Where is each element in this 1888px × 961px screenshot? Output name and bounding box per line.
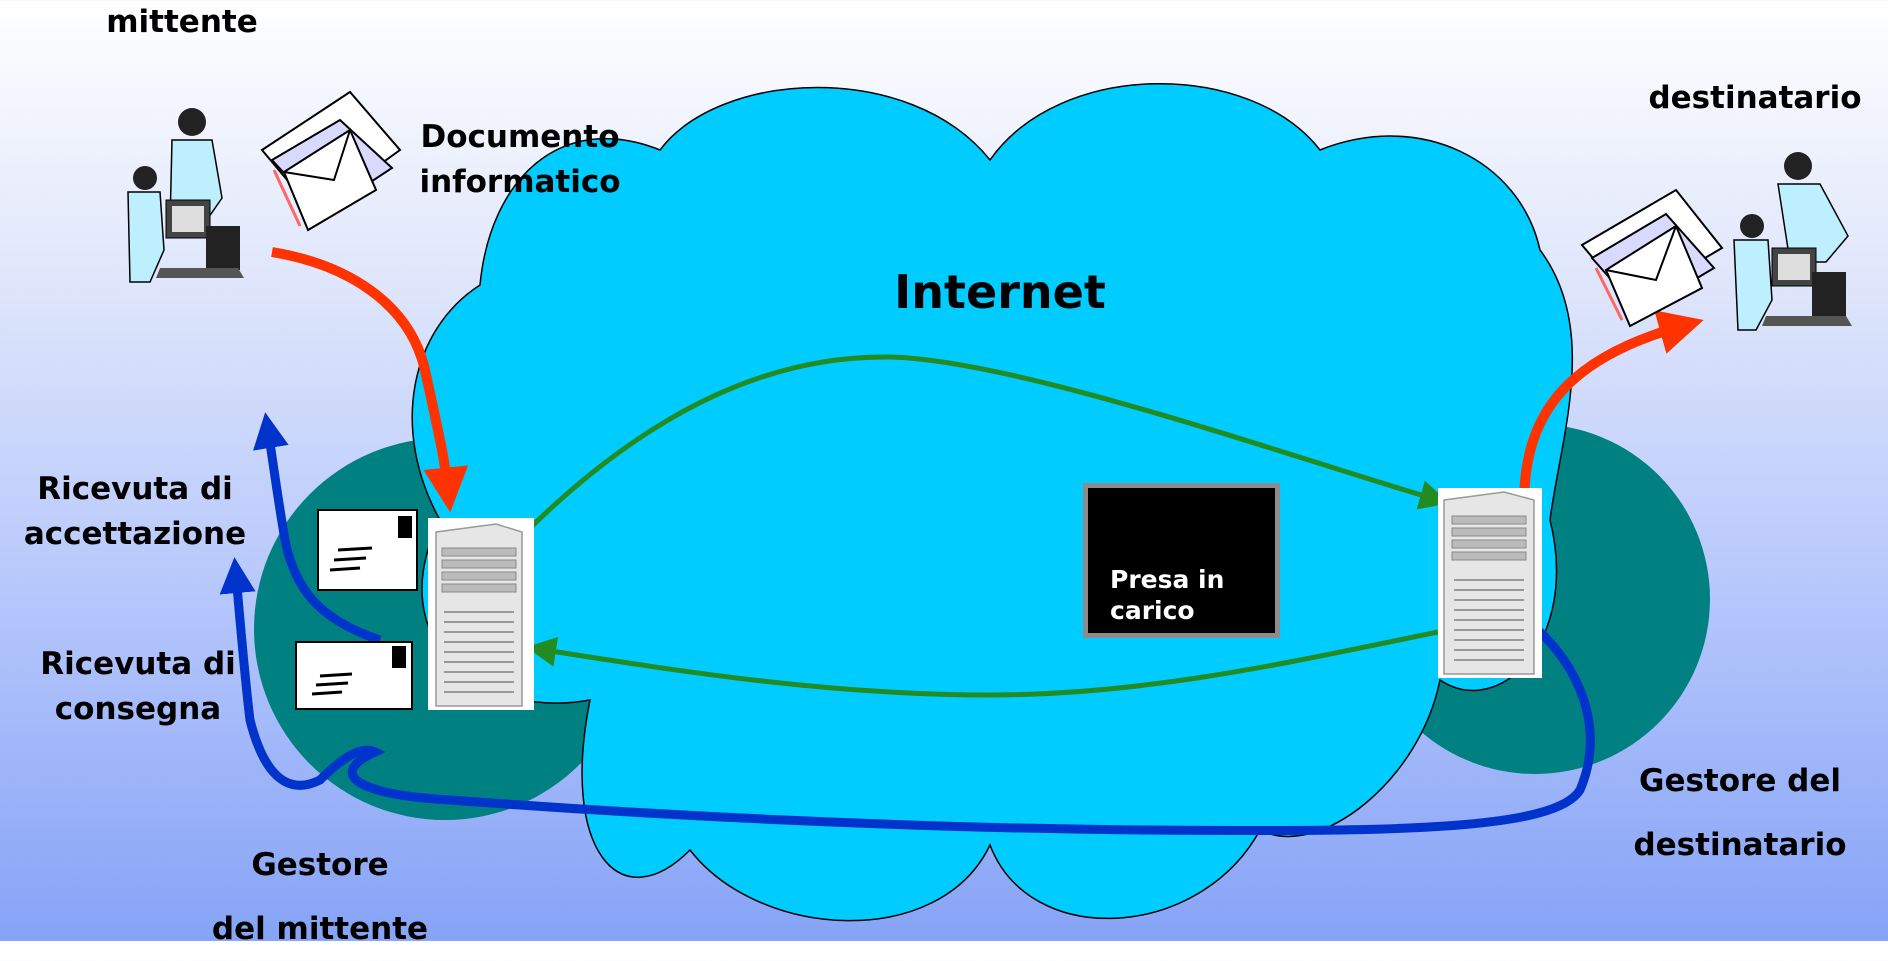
sender-provider-line1: Gestore [251, 847, 389, 883]
recipient-people-icon [1733, 152, 1852, 331]
acceptance-envelope-icon [317, 509, 418, 591]
taken-in-charge-line2: carico [1110, 596, 1195, 625]
sender-label: mittente [106, 4, 258, 40]
recipient-label: destinatario [1648, 80, 1862, 116]
recipient-provider-line1: Gestore del [1639, 763, 1841, 799]
delivery-receipt-label: Ricevuta di consegna [18, 642, 258, 732]
sender-letters-icon [260, 90, 402, 232]
recipient-provider-line2: destinatario [1633, 827, 1847, 863]
delivery-receipt-line1: Ricevuta di [40, 646, 236, 682]
recipient-letters-icon [1580, 188, 1724, 328]
arrow-taken-in-charge [526, 629, 1439, 698]
taken-in-charge-line1: Presa in [1110, 565, 1225, 594]
arrow-delivery-receipt [219, 557, 1595, 836]
acceptance-receipt-line2: accettazione [23, 516, 247, 552]
acceptance-receipt-label: Ricevuta di accettazione [0, 467, 270, 557]
sender-provider-label: Gestore del mittente [180, 833, 460, 961]
document-label-line2: informatico [419, 164, 621, 200]
arrow-transfer-to-recipient-provider [526, 354, 1450, 532]
recipient-server-icon [1438, 488, 1542, 678]
recipient-provider-label: Gestore del destinatario [1600, 749, 1880, 877]
taken-in-charge-label: Presa in carico [1110, 564, 1224, 626]
arrow-send-to-provider [271, 247, 469, 513]
arrow-deliver-to-recipient [1519, 310, 1704, 506]
pec-diagram [127, 82, 1852, 922]
acceptance-receipt-line1: Ricevuta di [37, 471, 233, 507]
delivery-receipt-line2: consegna [54, 691, 222, 727]
sender-provider-line2: del mittente [211, 911, 429, 947]
document-label: Documento informatico [405, 115, 635, 205]
internet-cloud [411, 82, 1574, 922]
sender-people-icon [127, 108, 244, 283]
document-label-line1: Documento [420, 119, 620, 155]
sender-server-icon [428, 518, 534, 710]
arrow-acceptance-receipt [253, 412, 382, 645]
delivery-envelope-icon [295, 641, 413, 710]
internet-title: Internet [894, 265, 1106, 319]
taken-in-charge-box: Presa in carico [1083, 483, 1280, 638]
